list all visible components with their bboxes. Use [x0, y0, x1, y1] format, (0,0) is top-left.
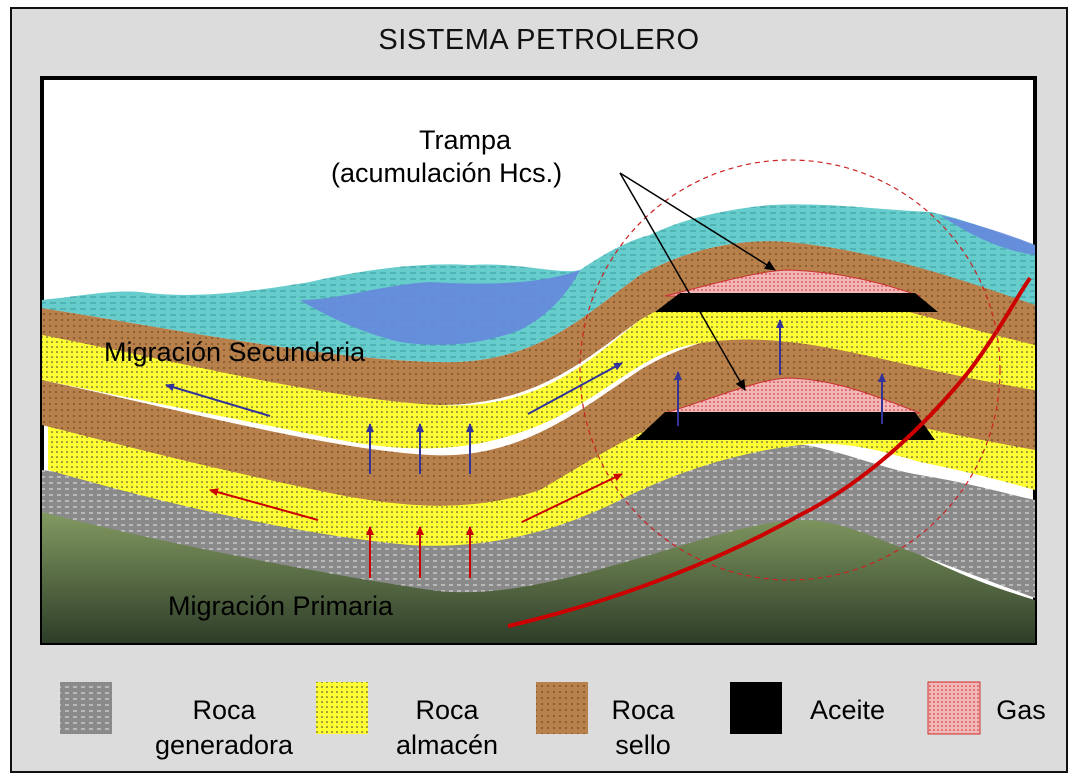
- legend-label-line1: Roca: [192, 695, 256, 725]
- legend: [60, 681, 981, 735]
- legend-item-oil: Aceite: [790, 693, 905, 728]
- legend-item-gas: Gas: [986, 693, 1056, 728]
- lower-oil-accumulation: [635, 412, 935, 440]
- legend-label-line1: Roca: [611, 695, 675, 725]
- trap-callout-arrows: [619, 172, 776, 391]
- legend-label-line2: almacén: [395, 730, 499, 761]
- legend-label-line2: generadora: [154, 730, 294, 761]
- legend-item-seal: Roca sello: [588, 693, 698, 763]
- legend-item-reservoir: Roca almacén: [372, 693, 522, 763]
- diagram-title: SISTEMA PETROLERO: [378, 24, 700, 56]
- trap-label-line2: (acumulación Hcs.): [331, 158, 563, 188]
- lake-right: [940, 215, 1035, 255]
- lake: [300, 270, 580, 345]
- legend-swatch-oil: [730, 682, 782, 734]
- legend-label-line1: Roca: [415, 695, 479, 725]
- legend-label-line2: sello: [615, 730, 671, 761]
- primary-migration-arrows: [209, 473, 623, 578]
- secondary-migration-label: Migración Secundaria: [104, 337, 366, 367]
- fault-line: [507, 276, 1032, 628]
- trap-zone-circle: [579, 159, 1001, 581]
- upper-oil-accumulation: [655, 293, 938, 312]
- trap-label-line1: Trampa: [419, 125, 512, 155]
- legend-item-source-rock: Roca generadora: [134, 693, 314, 763]
- secondary-migration-arrows: [165, 319, 886, 474]
- legend-label-line1: Aceite: [809, 695, 886, 725]
- legend-label-line1: Gas: [996, 695, 1046, 725]
- primary-migration-label: Migración Primaria: [168, 591, 394, 621]
